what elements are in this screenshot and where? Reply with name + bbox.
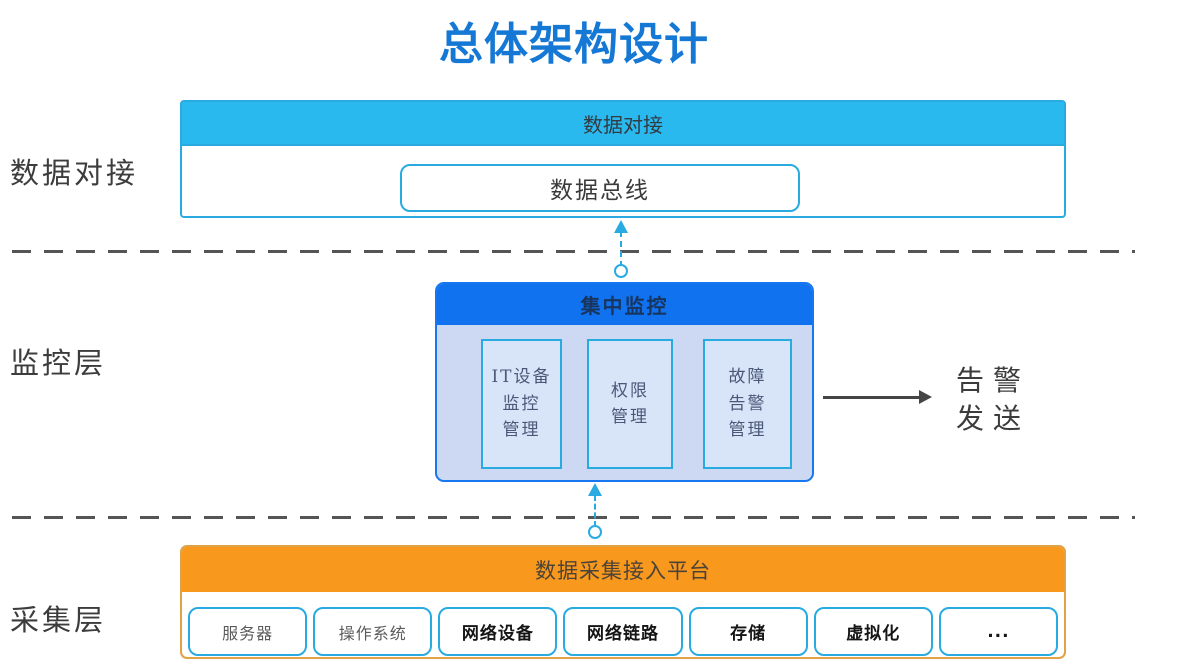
alarm-send-label: 告警 发送 xyxy=(956,364,1031,435)
data-collection-platform-header: 数据采集接入平台 xyxy=(182,547,1064,592)
module-fault-alarm-management: 故障 告警 管理 xyxy=(703,339,792,469)
source-box-ellipsis: ... xyxy=(938,607,1058,656)
connector-up-arrow-icon xyxy=(588,483,602,496)
collection-sources-row: 服务器 操作系统 网络设备 网络链路 存储 虚拟化 ... xyxy=(182,592,1064,656)
layer-separator-line-bottom xyxy=(12,516,1135,519)
module-it-device-monitoring: IT设备 监控 管理 xyxy=(481,339,562,469)
layer-label-collection: 采集层 xyxy=(10,603,107,637)
connector-origin-circle-icon xyxy=(614,264,628,278)
layer-label-monitoring: 监控层 xyxy=(10,346,107,380)
page-title: 总体架构设计 xyxy=(439,19,709,70)
centralized-monitoring-box: 集中监控 IT设备 监控 管理 权限 管理 故障 告警 管理 xyxy=(435,282,814,482)
connector-up-arrow-icon xyxy=(614,220,628,233)
source-box-operating-system: 操作系统 xyxy=(313,607,433,656)
source-box-storage: 存储 xyxy=(688,607,808,656)
alarm-arrow-head-icon xyxy=(919,390,932,404)
connector-origin-circle-icon xyxy=(588,525,602,539)
layer-separator-line-top xyxy=(12,250,1135,253)
source-box-network-link: 网络链路 xyxy=(563,607,683,656)
data-integration-box: 数据对接 数据总线 xyxy=(180,100,1066,218)
layer-label-data-integration: 数据对接 xyxy=(10,156,139,190)
source-box-virtualization: 虚拟化 xyxy=(813,607,933,656)
source-box-server: 服务器 xyxy=(188,607,308,656)
module-permission-management: 权限 管理 xyxy=(587,339,673,469)
connector-dashed-line xyxy=(594,495,596,527)
data-integration-header: 数据对接 xyxy=(182,102,1064,146)
data-bus-box: 数据总线 xyxy=(400,164,800,212)
alarm-arrow-line xyxy=(823,396,921,399)
centralized-monitoring-header: 集中监控 xyxy=(437,284,812,325)
data-collection-platform-box: 数据采集接入平台 服务器 操作系统 网络设备 网络链路 存储 虚拟化 ... xyxy=(180,545,1066,659)
source-box-network-device: 网络设备 xyxy=(438,607,558,656)
connector-dashed-line xyxy=(620,231,622,267)
